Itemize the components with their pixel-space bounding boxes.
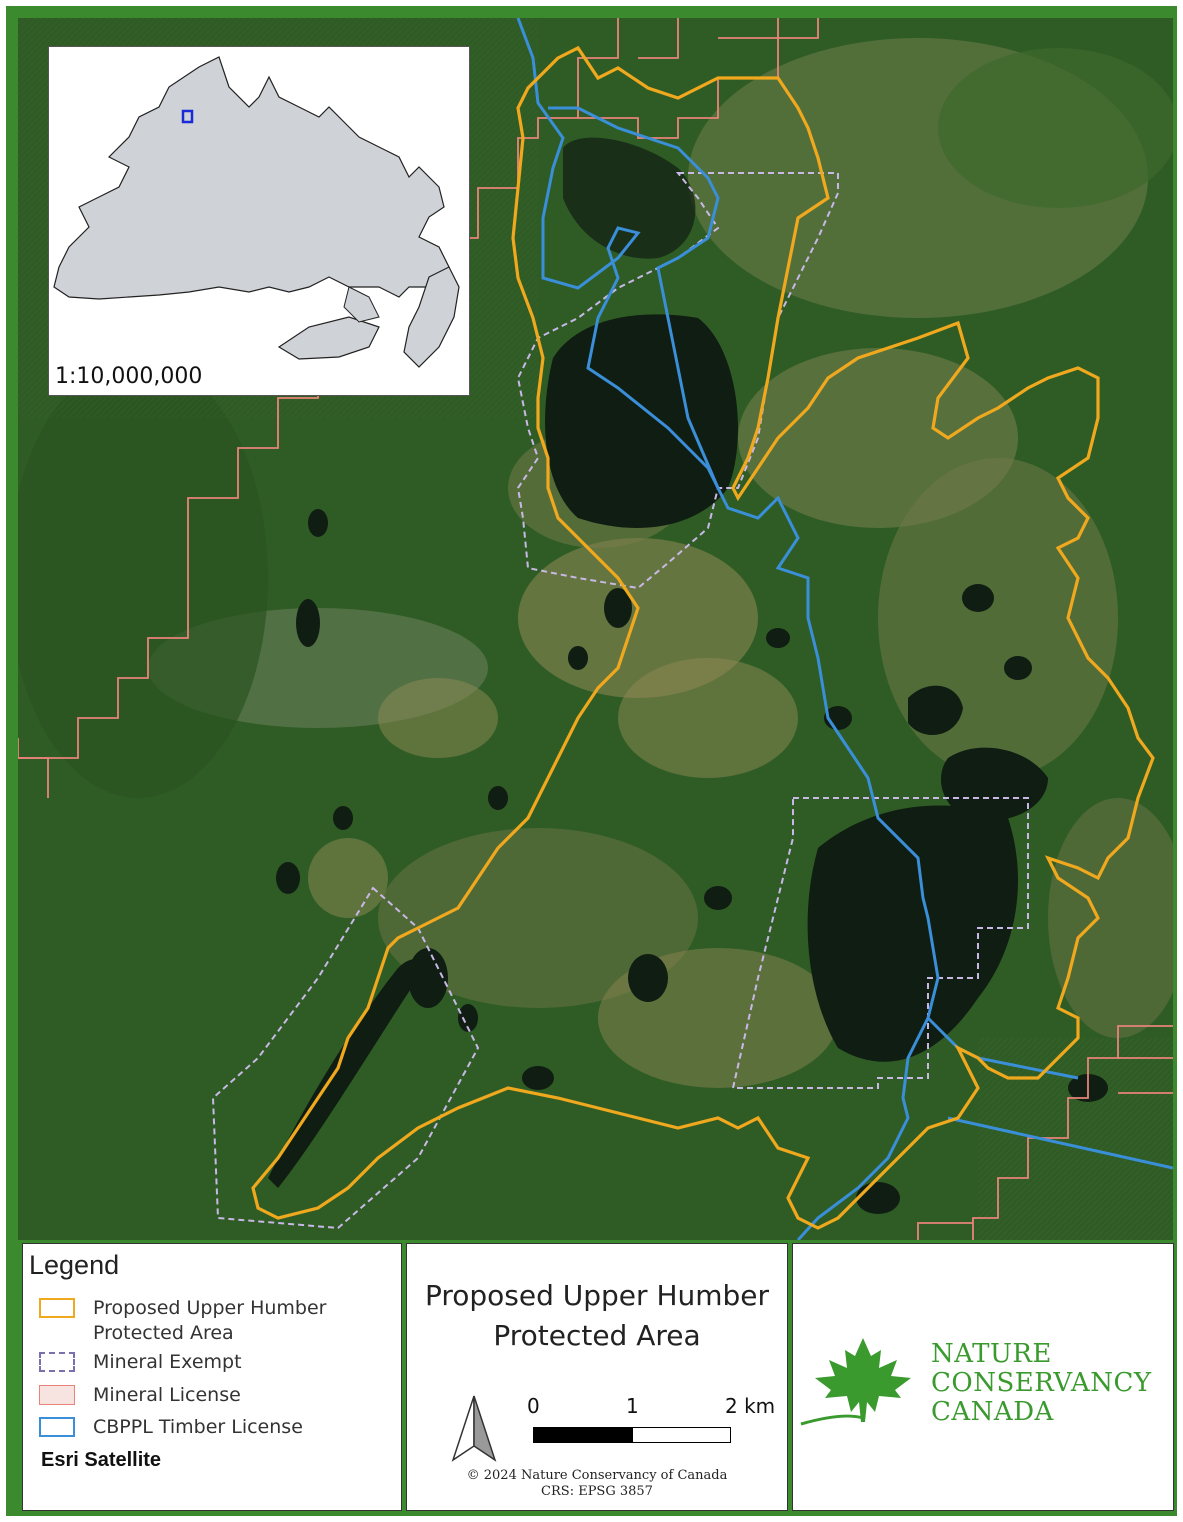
legend-label: Mineral Exempt <box>93 1351 242 1373</box>
basemap-label: Esri Satellite <box>41 1449 162 1471</box>
legend-title: Legend <box>29 1250 120 1280</box>
scale-label-0: 0 <box>527 1394 540 1418</box>
legend-label: CBPPL Timber License <box>93 1416 303 1438</box>
crs-text: CRS: EPSG 3857 <box>541 1484 653 1499</box>
map-title-line2: Protected Area <box>493 1319 701 1352</box>
map-canvas <box>18 18 1173 1240</box>
protected-area-boundary <box>251 45 1155 1230</box>
copyright-text: © 2024 Nature Conservancy of Canada <box>466 1468 728 1483</box>
map-title: Proposed Upper Humber Protected Area <box>407 1276 787 1356</box>
main-map[interactable]: 1:10,000,000 <box>18 18 1173 1240</box>
scale-bar <box>533 1427 731 1443</box>
inset-scale-label: 1:10,000,000 <box>55 364 203 389</box>
locator-inset-map: 1:10,000,000 <box>48 46 470 396</box>
newfoundland-outline <box>53 56 460 368</box>
copyright-block: © 2024 Nature Conservancy of Canada CRS:… <box>407 1468 787 1500</box>
title-panel: Proposed Upper Humber Protected Area 0 1… <box>406 1243 788 1511</box>
logo-line-conservancy: CONSERVANCY <box>931 1368 1152 1398</box>
scale-bar-fill <box>534 1428 633 1442</box>
legend-label: Proposed Upper Humber Protected Area <box>93 1297 327 1344</box>
legend-panel: Legend Proposed Upper Humber Protected A… <box>22 1243 402 1511</box>
scale-label-1: 1 <box>626 1394 639 1418</box>
legend-item-mineral-license: Mineral License <box>39 1383 241 1408</box>
logo-panel: NATURE CONSERVANCY CANADA <box>792 1243 1174 1511</box>
mineral-exempt-swatch <box>39 1352 75 1372</box>
locator-box <box>181 109 194 124</box>
mineral-license-swatch <box>39 1385 75 1405</box>
legend-item-protected-area: Proposed Upper Humber Protected Area <box>39 1296 343 1346</box>
logo-line-canada: CANADA <box>931 1397 1054 1427</box>
timber-license-swatch <box>39 1417 75 1437</box>
map-title-line1: Proposed Upper Humber <box>424 1279 770 1312</box>
mineral-exempt-boundaries <box>211 172 1029 1230</box>
legend-label: Mineral License <box>93 1384 241 1406</box>
maple-leaf-logo-icon <box>800 1338 911 1426</box>
north-arrow-icon <box>451 1395 497 1462</box>
logo-wordmark: NATURE CONSERVANCY CANADA <box>931 1340 1152 1427</box>
protected-area-swatch <box>39 1298 75 1318</box>
legend-item-mineral-exempt: Mineral Exempt <box>39 1350 242 1375</box>
license-hatch-se <box>978 1038 1173 1240</box>
scale-label-2: 2 km <box>725 1394 776 1418</box>
legend-item-timber-license: CBPPL Timber License <box>39 1415 303 1440</box>
water-bodies <box>268 137 1108 1214</box>
logo-line-nature: NATURE <box>931 1339 1052 1369</box>
